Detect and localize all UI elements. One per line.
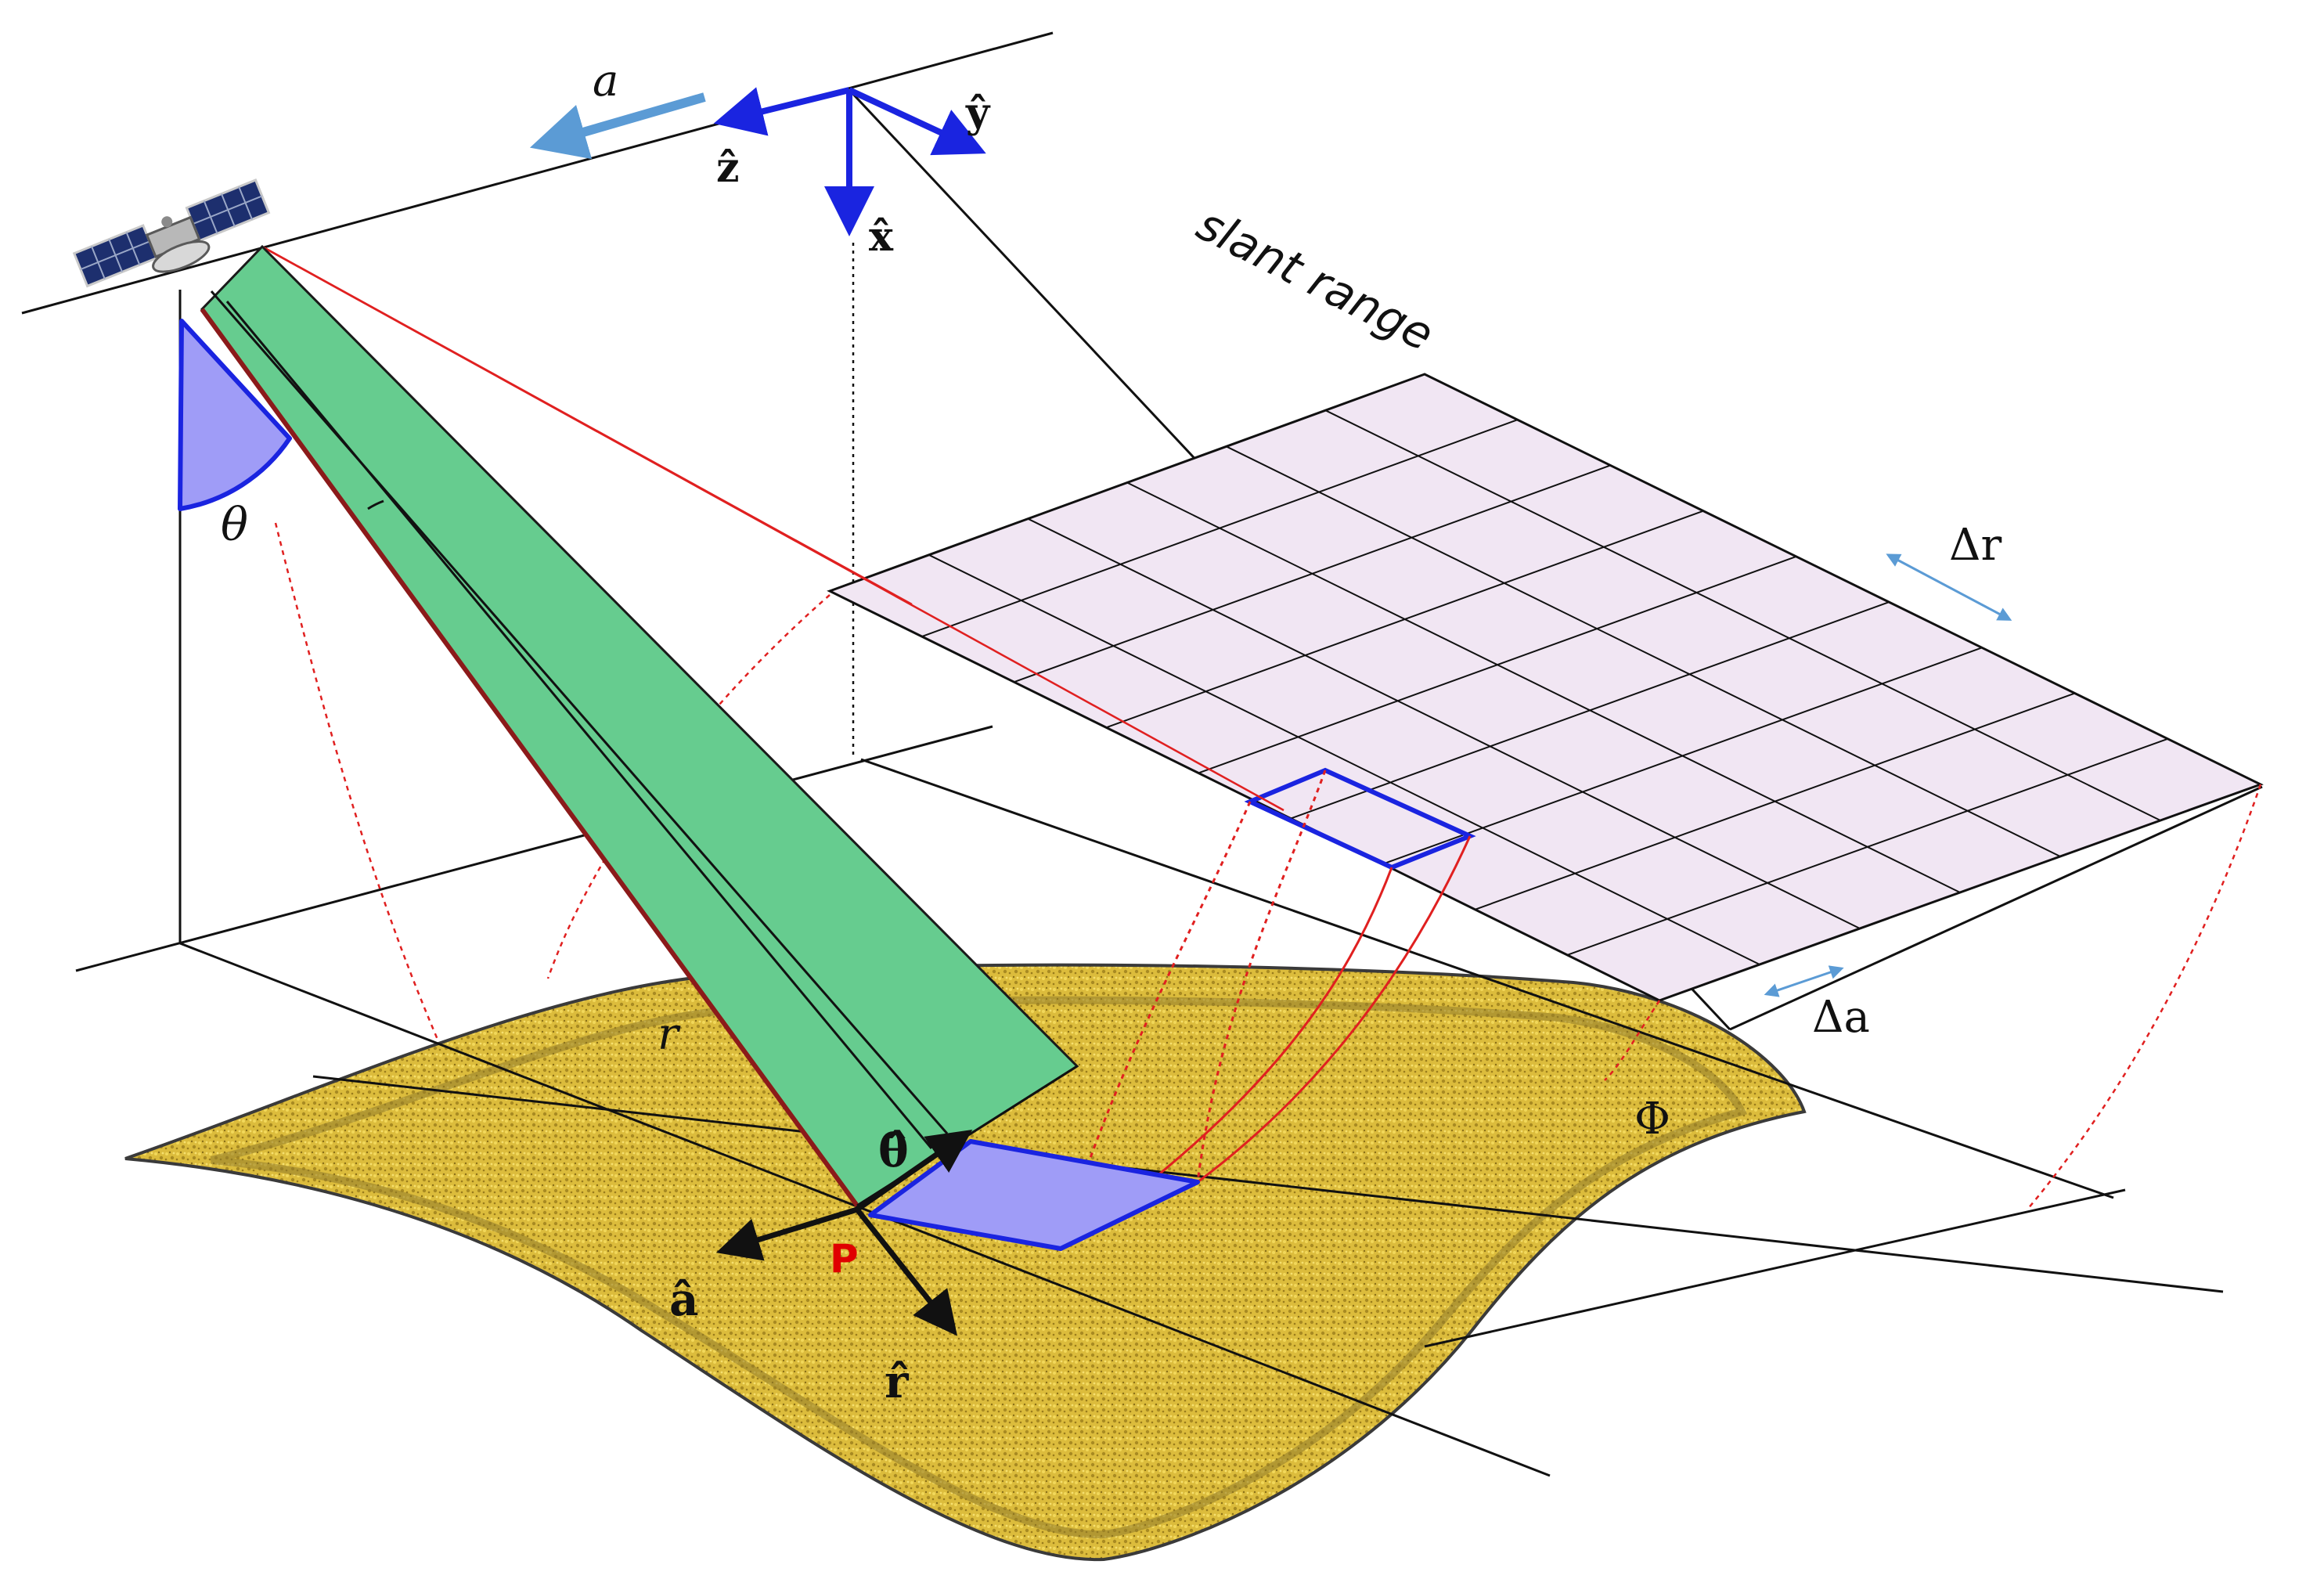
grid-line-range [928,553,1760,965]
grid-line-range [1226,445,2061,857]
x-hat-label: x̂ [869,213,894,261]
incidence-angle-wedge [178,319,292,511]
r-hat-label: r̂ [885,1355,910,1408]
phi-label: Φ [1634,1094,1670,1145]
z-hat-label: ẑ [716,144,740,192]
delta-r-arrow [1886,553,2012,621]
slant-range-image-grid [827,373,2264,1002]
grid-line-range [1126,481,1961,893]
delta-a-arrow [1764,965,1844,997]
range-label: r [658,1009,681,1060]
y-hat-label: ŷ [965,89,991,137]
azimuth-label: a [593,56,618,106]
grid-line-range [1324,409,2161,821]
theta-hat-label: θ̂ [878,1124,909,1177]
satellite-frame-axes [713,87,986,236]
delta-a-label: Δa [1812,992,1870,1043]
radar-beam [200,244,1079,1208]
incidence-angle-label: θ [221,498,248,551]
local-frame-at-p [715,1130,973,1336]
a-hat-label: â [669,1273,699,1326]
slant-range-label: slant range [1189,197,1443,362]
azimuth-direction-arrow [529,92,706,160]
delta-r-label: Δr [1949,520,2002,571]
point-p-label: P [830,1236,859,1282]
grid-line-range [1027,517,1861,929]
satellite-icon [72,178,271,288]
